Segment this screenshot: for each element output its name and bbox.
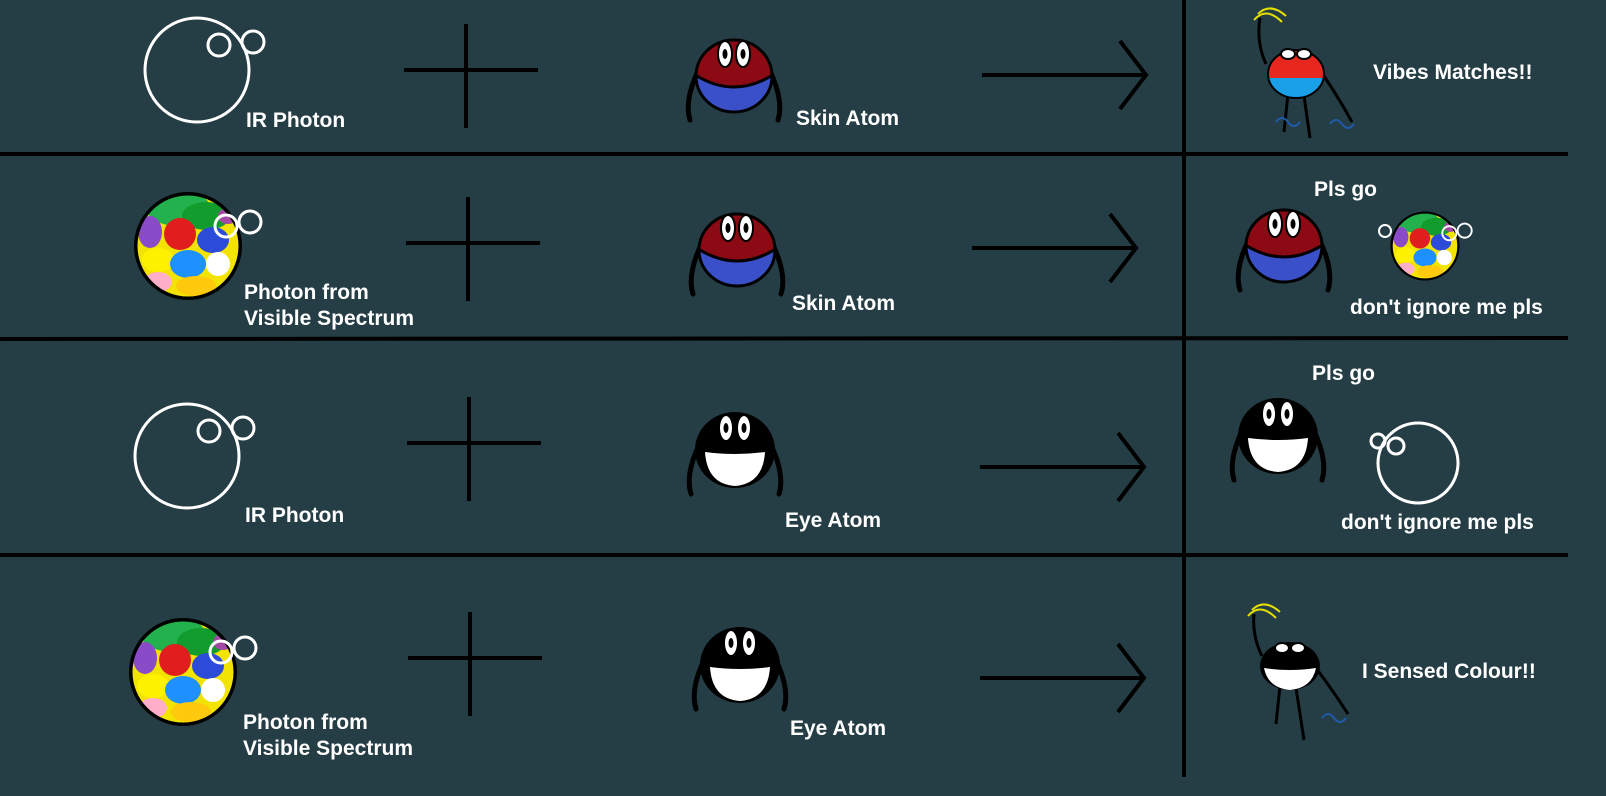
plus-icon — [406, 610, 544, 718]
photon-label-line: Visible Spectrum — [244, 307, 415, 330]
photon-label-line: IR Photon — [246, 109, 346, 132]
result-caption: don't ignore me pls — [1350, 296, 1543, 319]
result-caption: don't ignore me pls — [1341, 511, 1534, 534]
photon-label: Photon from Visible Spectrum — [243, 710, 413, 762]
photon-label-line: IR Photon — [245, 504, 345, 527]
arrow-icon — [970, 212, 1138, 284]
eye-atom-icon — [694, 627, 786, 709]
panel-dividers — [0, 0, 1568, 777]
arrow-icon — [978, 431, 1146, 503]
atom-label: Skin Atom — [796, 107, 900, 130]
atom-label: Skin Atom — [792, 292, 896, 315]
result-caption: Vibes Matches!! — [1373, 61, 1533, 84]
photon-label: IR Photon — [246, 108, 345, 134]
ir-photon-icon — [133, 402, 256, 510]
ir-photon-icon — [143, 16, 266, 124]
eye-atom-icon — [1232, 398, 1324, 480]
arrow-icon — [980, 39, 1148, 111]
photon-label-line: Photon from — [244, 281, 369, 304]
photon-label-line: Visible Spectrum — [243, 737, 414, 760]
extra-bubbles — [1378, 224, 1392, 238]
skin-atom-icon — [691, 210, 783, 294]
result-caption-top: Pls go — [1314, 178, 1378, 201]
atom-label: Eye Atom — [790, 717, 887, 740]
skin-atom-icon — [688, 36, 780, 120]
eye-atom-icon — [689, 412, 781, 494]
plus-icon — [402, 22, 540, 130]
happy-skin-atom-icon — [1253, 7, 1355, 139]
photon-label: IR Photon — [245, 503, 344, 529]
plus-icon — [404, 195, 542, 303]
ir-photon-icon — [1369, 421, 1460, 505]
comic-grid: IR Photon Skin Atom Vibes Matches!! Phot… — [0, 0, 1568, 777]
comic-artwork — [0, 0, 1568, 777]
visible-photon-icon — [128, 616, 256, 727]
skin-atom-icon — [1238, 206, 1330, 290]
atom-label: Eye Atom — [785, 509, 882, 532]
photon-label-line: Photon from — [243, 711, 368, 734]
visible-photon-icon — [1390, 210, 1472, 281]
arrow-icon — [978, 642, 1146, 714]
photon-label: Photon from Visible Spectrum — [244, 280, 414, 332]
result-caption: I Sensed Colour!! — [1362, 660, 1536, 683]
plus-icon — [405, 395, 543, 503]
result-caption-top: Pls go — [1312, 362, 1376, 385]
happy-eye-atom-icon — [1247, 603, 1350, 741]
visible-photon-icon — [133, 190, 261, 301]
